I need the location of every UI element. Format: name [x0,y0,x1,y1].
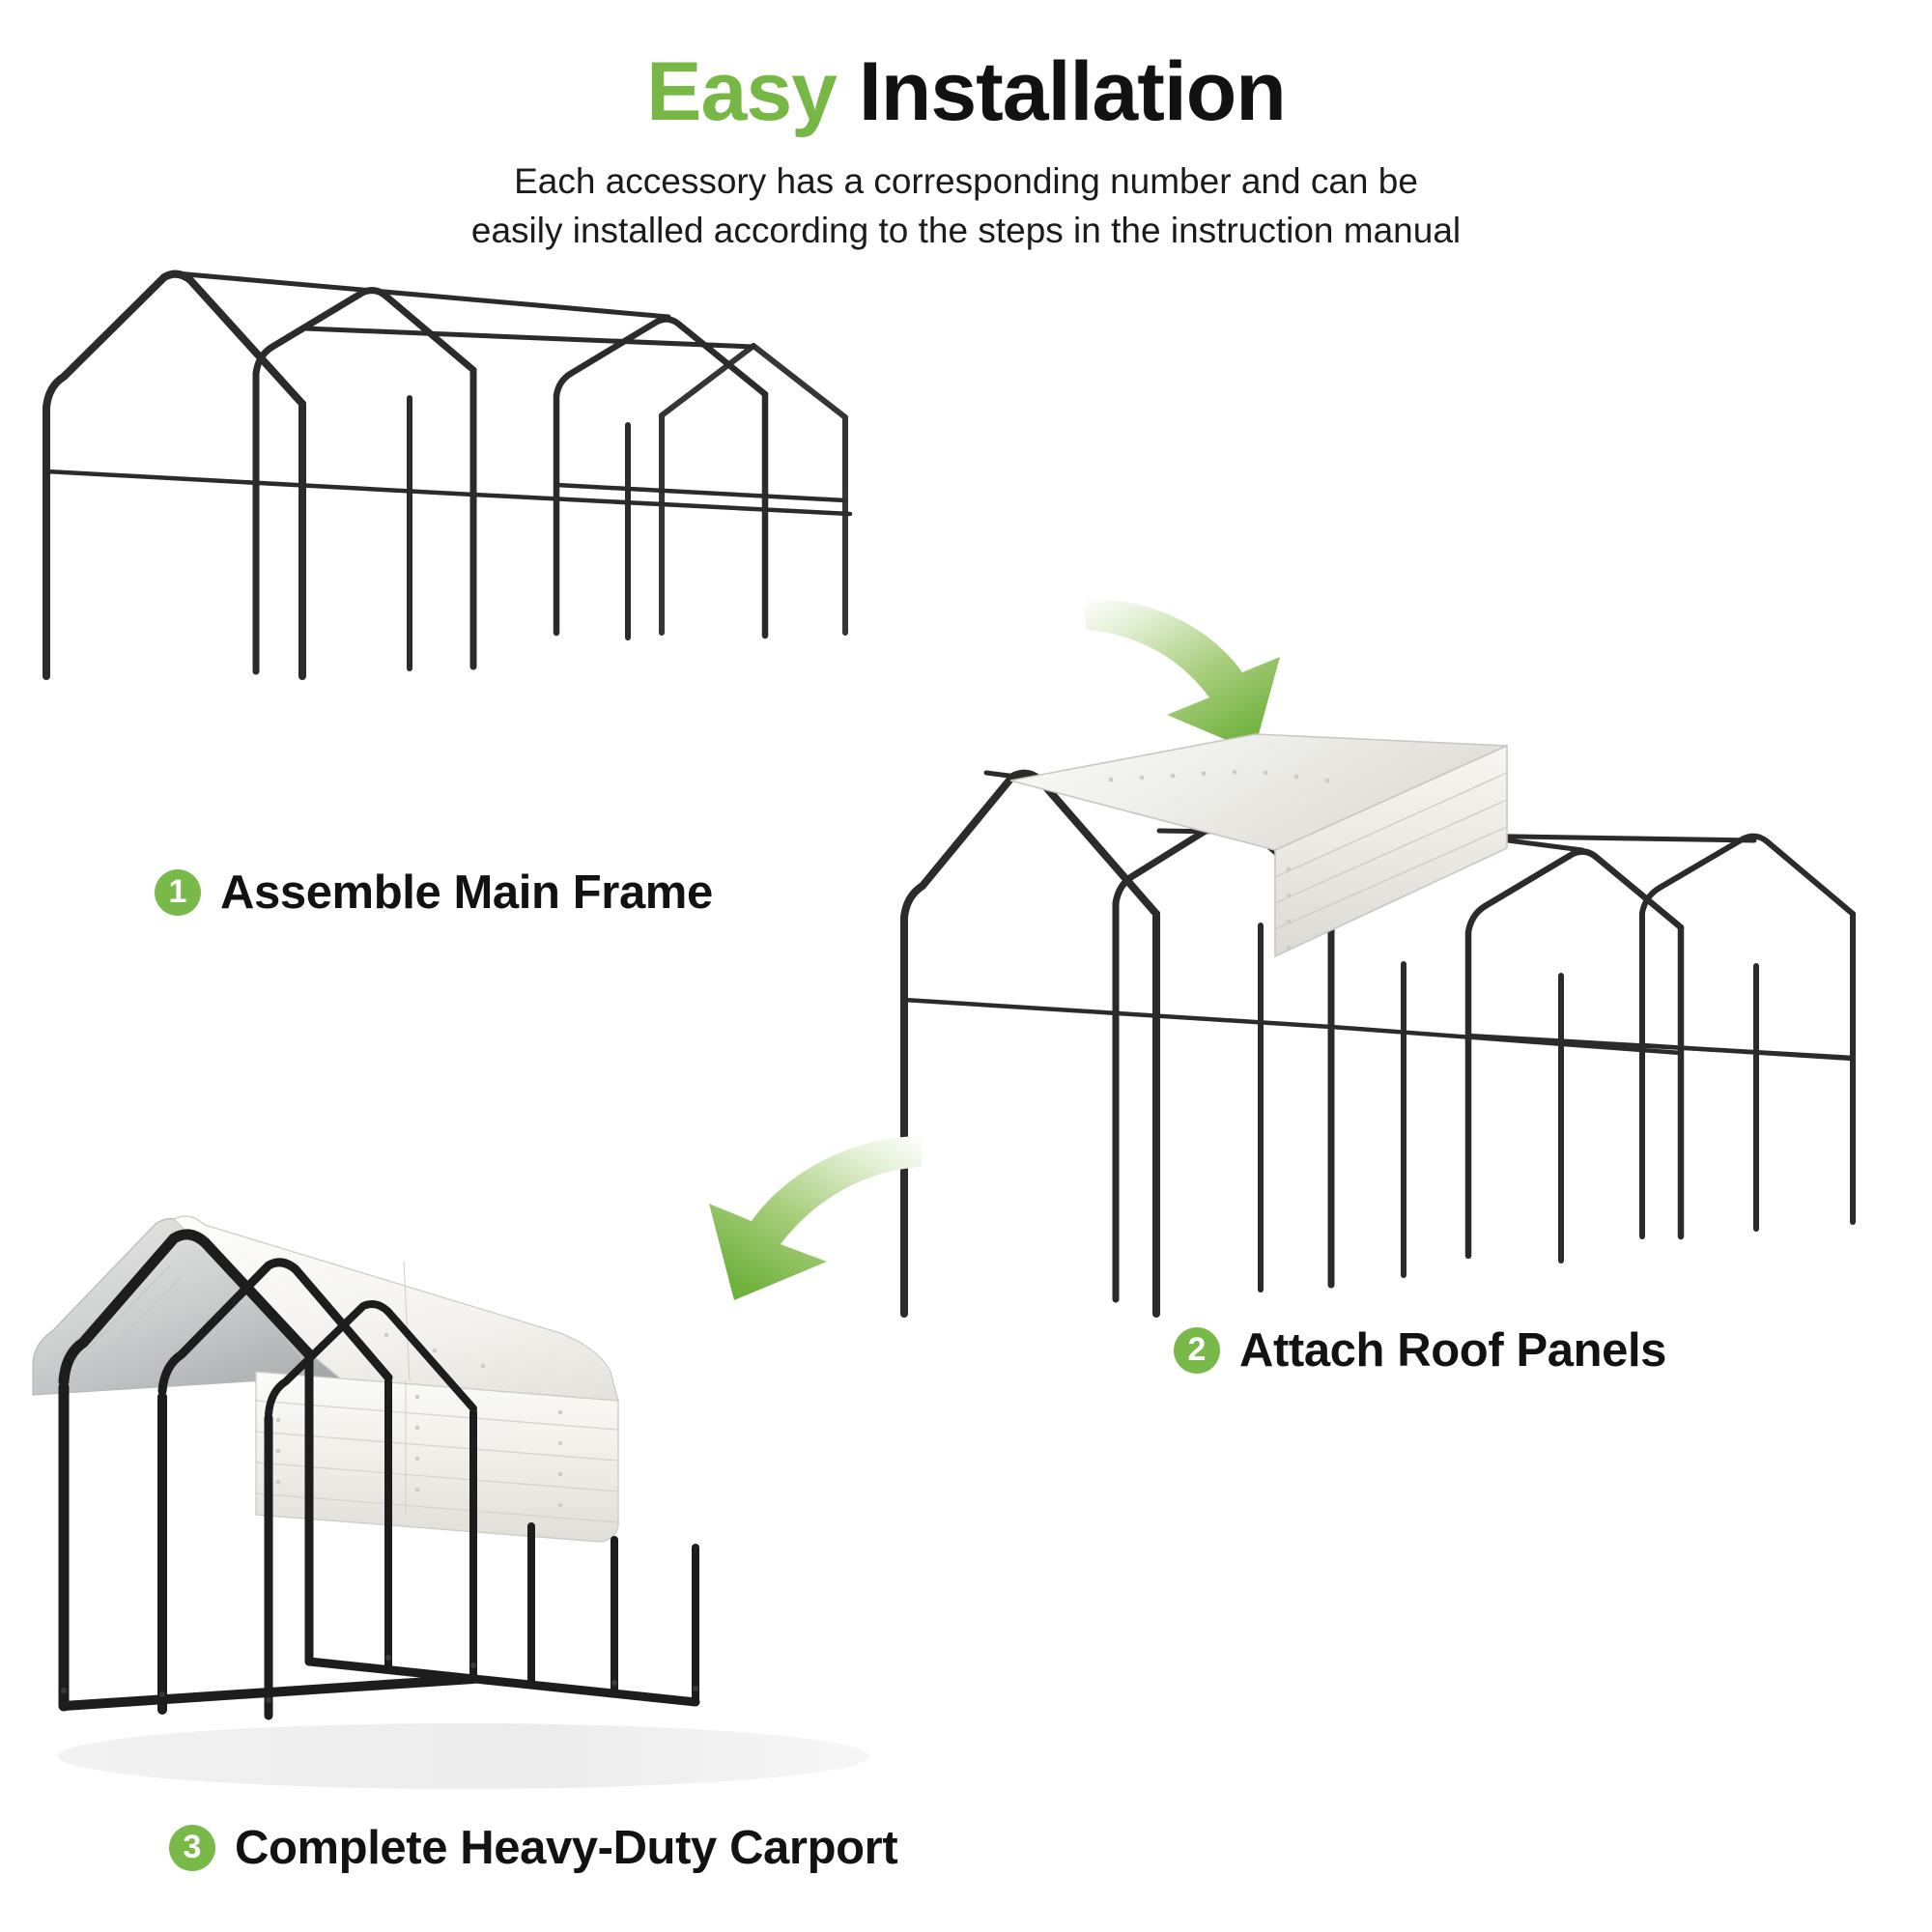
finished-carport-illustration [19,1208,889,1806]
page-subtitle: Each accessory has a corresponding numbe… [0,156,1932,255]
header: Easy Installation Each accessory has a c… [0,48,1932,255]
step-2-label: Attach Roof Panels [1239,1324,1667,1377]
roof-frame-truss-right [1464,848,1685,1260]
roof-panel-illustration [869,733,1922,1318]
roof-panel-seams [403,1261,411,1515]
frame-mid-rails [43,469,853,517]
step-1-label: Assemble Main Frame [220,867,713,919]
page-title-accent: Easy [646,45,838,138]
carport-roof-trusses [58,1229,477,1418]
roof-lit-rivets [275,1317,563,1508]
frame-truss-mid-left [252,287,477,675]
page-title: Easy Installation [0,48,1932,135]
step-1-caption: 1 Assemble Main Frame [155,866,713,920]
step-1-number-badge: 1 [155,869,201,916]
finished-carport-svg [32,1215,869,1789]
roof-panel-ribs [1274,772,1508,930]
step-3-label: Complete Heavy-Duty Carport [235,1822,898,1874]
arrow-2-body [709,1136,923,1300]
frame-truss-back-right [659,343,848,636]
frame-truss-mid-right [553,316,769,639]
main-frame-illustration [19,232,853,680]
arrow-down-right-icon [1084,598,1280,752]
step-3-number-badge: 3 [169,1825,215,1871]
roof-panel-svg [900,733,1856,1318]
flow-arrow-step1-to-step2 [1082,580,1352,763]
carport-ground-shadow [58,1723,869,1789]
roof-frame-truss-far-right [1639,833,1856,1239]
carport-roof-lit-side [172,1215,619,1543]
roof-panel-rivets [1108,769,1330,951]
carport-base-rails [59,1657,700,1711]
roof-frame-mid-rails [901,997,1856,1062]
frame-ridge-rails [173,270,756,350]
arrow-down-left-icon [709,1136,923,1300]
carport-legs [58,1355,699,1720]
flow-arrow-step2-to-step3 [628,1121,927,1314]
page-title-rest: Installation [837,45,1287,138]
main-frame-svg [43,270,853,680]
page-subtitle-line-1: Each accessory has a corresponding numbe… [514,161,1418,202]
roof-panel-piece [1009,733,1508,958]
frame-truss-front-left [43,270,306,680]
step-2-caption: 2 Attach Roof Panels [1174,1323,1666,1378]
carport-bolt-marks [61,1655,698,1703]
step-3-caption: 3 Complete Heavy-Duty Carport [169,1821,898,1875]
roof-fascia-ribs [255,1400,619,1523]
roof-frame-inner-posts [1258,923,1759,1293]
frame-rear-posts [407,395,631,671]
page-subtitle-line-2: easily installed according to the steps … [470,211,1462,251]
arrow-1-body [1084,598,1280,752]
step-2-number-badge: 2 [1174,1327,1220,1374]
